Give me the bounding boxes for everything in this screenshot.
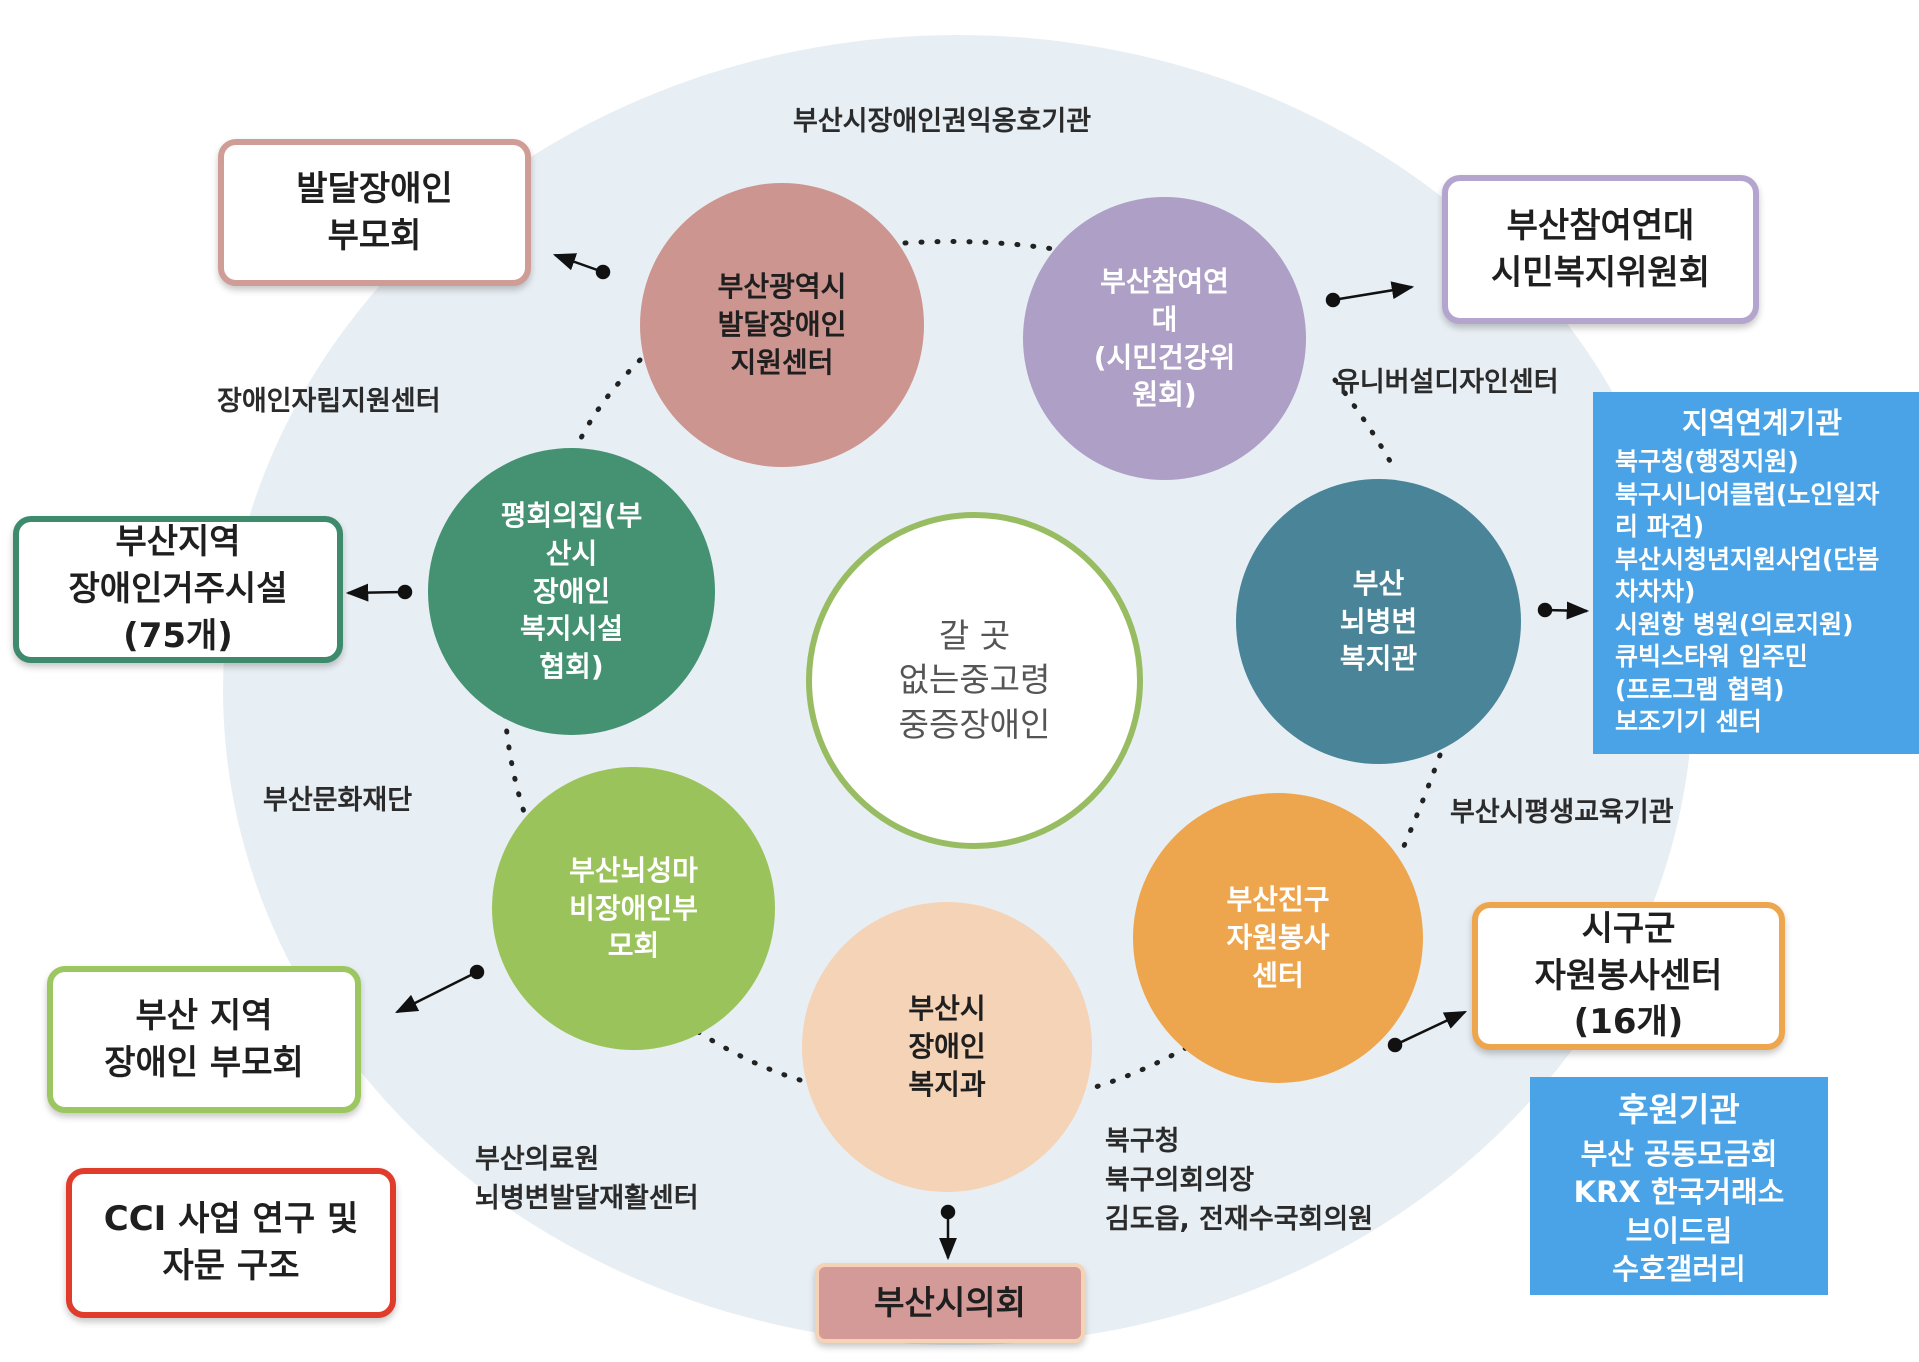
sponsors-title: 후원기관 xyxy=(1618,1090,1740,1129)
box-city-council: 부산시의회 xyxy=(815,1263,1085,1343)
circle-cerebral-palsy-parents-text: 부산뇌성마 비장애인부 모회 xyxy=(569,853,698,963)
arrow-to-volunteer-centers xyxy=(1394,1010,1468,1047)
circle-facility-assoc-text: 평회의집(부 산시 장애인 복지시설 협회) xyxy=(500,499,643,684)
circle-city-welfare-dept: 부산시 장애인 복지과 xyxy=(802,902,1092,1192)
sponsor-item: 수호갤러리 xyxy=(1612,1251,1746,1286)
circle-dev-support-center-text: 부산광역시 발달장애인 지원센터 xyxy=(717,270,847,379)
circle-civil-health-text: 부산참여연 대 (시민건강위 원회) xyxy=(1093,264,1236,412)
label-independent-living: 장애인자립지원센터 xyxy=(217,386,441,417)
regional-agency-item: 부산시청년지원사업(단봄 차차차) xyxy=(1615,544,1880,607)
arrow-to-dev-parents xyxy=(552,253,604,274)
box-cci: CCI 사업 연구 및 자문 구조 xyxy=(66,1168,396,1318)
regional-agencies-box: 지역연계기관 북구청(행정지원) 북구시니어클럽(노인일자 리 파견) 부산시청… xyxy=(1593,392,1919,754)
center-circle: 갈 곳 없는중고령 중증장애인 xyxy=(806,512,1143,849)
label-medical-center: 부산의료원 뇌병변발달재활센터 xyxy=(475,1144,699,1215)
regional-agency-item: 보조기기 센터 xyxy=(1615,707,1762,736)
regional-agency-item: 북구청(행정지원) xyxy=(1615,447,1799,476)
box-civil-committee-text: 부산참여연대 시민복지위원회 xyxy=(1491,205,1710,293)
sponsors-box: 후원기관 부산 공동모금회 KRX 한국거래소 브이드림 수호갤러리 xyxy=(1530,1077,1828,1295)
box-residential-text: 부산지역 장애인거주시설 (75개) xyxy=(68,522,288,656)
circle-busanjin-volunteer: 부산진구 자원봉사 센터 xyxy=(1133,793,1423,1083)
box-residential: 부산지역 장애인거주시설 (75개) xyxy=(13,516,343,663)
label-culture-foundation: 부산문화재단 xyxy=(263,785,413,816)
circle-city-welfare-dept-text: 부산시 장애인 복지과 xyxy=(908,992,986,1101)
circle-cerebral-palsy-parents: 부산뇌성마 비장애인부 모회 xyxy=(492,767,775,1050)
regional-agencies-title: 지역연계기관 xyxy=(1681,406,1843,440)
circle-busanjin-volunteer-text: 부산진구 자원봉사 센터 xyxy=(1226,883,1330,992)
circle-facility-assoc: 평회의집(부 산시 장애인 복지시설 협회) xyxy=(428,448,715,735)
circle-dev-support-center: 부산광역시 발달장애인 지원센터 xyxy=(640,183,924,467)
box-city-council-text: 부산시의회 xyxy=(874,1283,1026,1323)
box-cci-text: CCI 사업 연구 및 자문 구조 xyxy=(103,1199,359,1286)
circle-brain-welfare: 부산 뇌병변 복지관 xyxy=(1236,479,1521,764)
circle-civil-health: 부산참여연 대 (시민건강위 원회) xyxy=(1023,197,1306,480)
arrows xyxy=(345,253,1590,1261)
box-volunteer-centers-text: 시구군 자원봉사센터 (16개) xyxy=(1534,908,1723,1043)
label-lifelong-education: 부산시평생교육기관 xyxy=(1450,797,1674,828)
sponsor-item: 브이드림 xyxy=(1625,1213,1733,1248)
sponsor-item: 부산 공동모금회 xyxy=(1580,1137,1778,1171)
box-dev-parents: 발달장애인 부모회 xyxy=(218,139,531,286)
regional-agency-item: 시원항 병원(의료지원) xyxy=(1615,609,1854,639)
arrow-to-regional-parents xyxy=(394,970,478,1014)
box-civil-committee: 부산참여연대 시민복지위원회 xyxy=(1442,175,1759,324)
regional-agency-item: 북구시니어클럽(노인일자 리 파견) xyxy=(1615,479,1880,542)
box-volunteer-centers: 시구군 자원봉사센터 (16개) xyxy=(1472,902,1785,1050)
box-regional-parents-text: 부산 지역 장애인 부모회 xyxy=(104,995,304,1083)
box-dev-parents-text: 발달장애인 부모회 xyxy=(296,168,453,256)
label-bukgu: 북구청 북구의회의장 김도읍, 전재수국회의원 xyxy=(1105,1126,1374,1236)
arrow-to-residential xyxy=(345,583,406,602)
arrow-to-civil-committee xyxy=(1332,281,1415,302)
label-universal-design: 유니버설디자인센터 xyxy=(1335,367,1559,398)
circle-brain-welfare-text: 부산 뇌병변 복지관 xyxy=(1339,566,1418,676)
sponsor-item: KRX 한국거래소 xyxy=(1573,1175,1785,1210)
box-regional-parents: 부산 지역 장애인 부모회 xyxy=(47,966,361,1113)
regional-agency-item: 큐빅스타워 입주민 (프로그램 협력) xyxy=(1615,642,1808,704)
label-rights-agency: 부산시장애인권익옹호기관 xyxy=(793,106,1092,137)
center-circle-text: 갈 곳 없는중고령 중증장애인 xyxy=(898,615,1051,744)
